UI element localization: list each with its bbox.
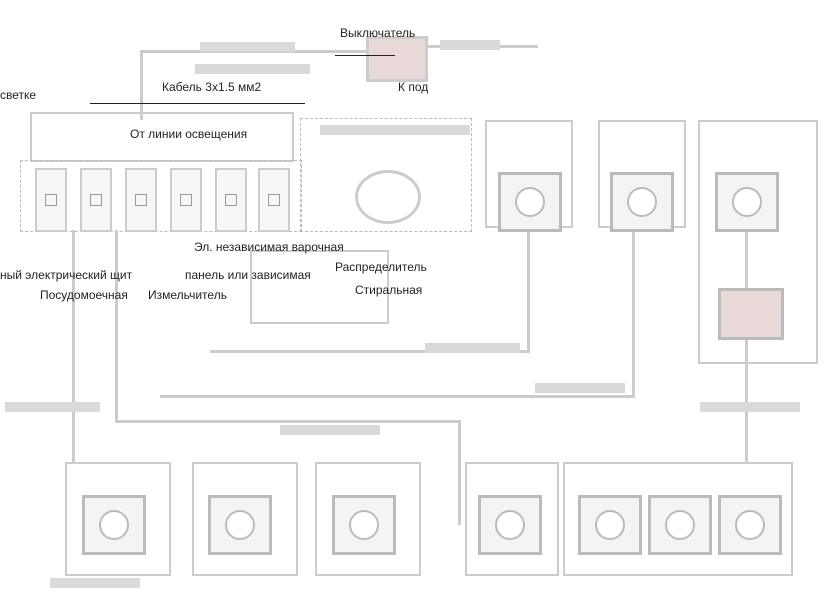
grinder-label: Измельчитель: [148, 288, 227, 302]
label: [280, 425, 380, 435]
socket: [610, 172, 674, 232]
label: [50, 578, 140, 588]
distributor-label: Распределитель: [335, 260, 427, 274]
switch[interactable]: [366, 36, 428, 82]
label: [425, 343, 520, 353]
switch-box: [718, 288, 784, 340]
wire: [140, 50, 143, 120]
wire: [115, 420, 460, 423]
wire: [632, 220, 635, 397]
washer-label: Стиральная: [355, 283, 423, 297]
socket: [648, 495, 712, 555]
from-light-line-label: От линии освещения: [130, 127, 248, 141]
wire: [160, 395, 635, 398]
socket: [82, 495, 146, 555]
socket: [715, 172, 779, 232]
label: [440, 40, 500, 50]
wire: [115, 230, 118, 422]
wire: [90, 103, 305, 104]
hob-label-1: Эл. независимая варочная: [194, 240, 344, 254]
wire: [458, 420, 461, 525]
socket: [498, 172, 562, 232]
breaker: [258, 168, 290, 232]
wire: [210, 350, 530, 353]
breaker: [170, 168, 202, 232]
socket: [208, 495, 272, 555]
hob-frame: [300, 118, 472, 232]
breaker: [125, 168, 157, 232]
label: [320, 125, 470, 135]
backlight-label: светке: [0, 88, 37, 102]
breaker: [35, 168, 67, 232]
label: [200, 42, 295, 52]
wire: [745, 335, 748, 495]
label: [5, 402, 100, 412]
label: [535, 383, 625, 393]
hob-label-2: панель или зависимая: [185, 268, 311, 282]
switch-label: Выключатель: [340, 26, 416, 40]
breaker: [80, 168, 112, 232]
socket: [718, 495, 782, 555]
socket: [478, 495, 542, 555]
panel-frame: [30, 112, 294, 162]
hob-socket: [355, 170, 421, 224]
panel-label: ный электрический щит: [0, 268, 133, 282]
socket: [332, 495, 396, 555]
socket: [578, 495, 642, 555]
wire: [72, 230, 75, 520]
wire: [335, 55, 395, 56]
to-lighting-label: К под: [398, 80, 429, 94]
wire: [745, 225, 748, 290]
wire: [527, 220, 530, 352]
label: [195, 64, 310, 74]
label: [700, 402, 800, 412]
hob-box: [250, 250, 389, 324]
dishwasher-label: Посудомоечная: [40, 288, 128, 302]
cable-label: Кабель 3х1.5 мм2: [162, 80, 262, 94]
breaker-panel: [20, 160, 302, 232]
breaker: [215, 168, 247, 232]
